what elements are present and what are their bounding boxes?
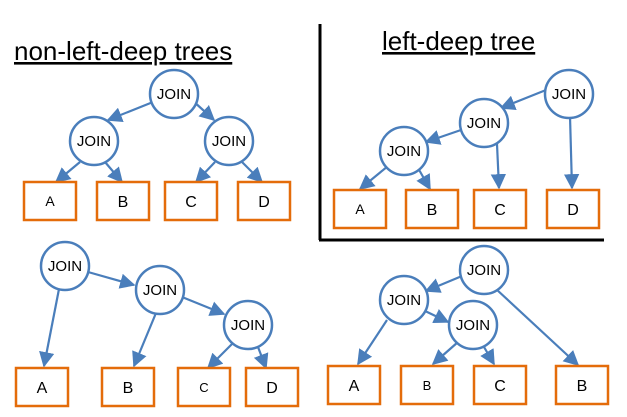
join-label: JOIN xyxy=(143,282,177,299)
edge xyxy=(431,341,459,366)
leaf-node: C xyxy=(163,180,219,222)
edge xyxy=(206,342,234,370)
leaf-node: B xyxy=(100,366,156,408)
join-node: JOIN xyxy=(203,115,255,167)
join-node: JOIN xyxy=(543,68,595,120)
join-node: JOIN xyxy=(378,125,430,177)
leaf-node: D xyxy=(545,188,601,230)
leaf-label: B xyxy=(427,202,438,219)
join-node: JOIN xyxy=(458,244,510,296)
edge xyxy=(132,312,158,368)
leaf-label: A xyxy=(349,378,360,395)
join-node: JOIN xyxy=(148,68,200,120)
leaf-node: C xyxy=(176,366,232,408)
edge xyxy=(104,161,123,184)
edge xyxy=(563,115,580,190)
join-label: JOIN xyxy=(467,115,501,132)
leaf-label: B xyxy=(577,378,588,395)
edge xyxy=(87,270,136,289)
leaf-node: D xyxy=(236,180,292,222)
edge xyxy=(357,319,388,366)
edge xyxy=(106,98,159,123)
leaf-node: C xyxy=(472,188,528,230)
join-label: JOIN xyxy=(387,292,421,309)
tree-zigzag: JOIN JOIN JOIN A B C B xyxy=(326,244,610,406)
leaf-label: D xyxy=(266,380,278,397)
edge xyxy=(499,88,547,111)
leaf-node: C xyxy=(472,364,528,406)
leaf-label: C xyxy=(494,378,506,395)
edge xyxy=(39,288,61,368)
join-node: JOIN xyxy=(134,264,186,316)
edge xyxy=(241,161,264,184)
leaf-label: A xyxy=(355,201,365,217)
join-label: JOIN xyxy=(212,133,246,150)
leaf-label: D xyxy=(567,202,579,219)
join-label: JOIN xyxy=(467,262,501,279)
join-node: JOIN xyxy=(222,299,274,351)
edge xyxy=(480,346,495,366)
edge xyxy=(358,165,389,190)
leaf-node: B xyxy=(554,364,610,406)
edge xyxy=(54,161,81,183)
join-label: JOIN xyxy=(48,258,82,275)
leaf-node: A xyxy=(332,188,388,230)
edge xyxy=(490,143,507,190)
leaf-node: A xyxy=(22,180,78,222)
heading-non-left-deep: non-left-deep trees xyxy=(14,36,232,66)
tree-bushy: JOIN JOIN JOIN A B C D xyxy=(22,68,292,222)
join-label: JOIN xyxy=(456,317,490,334)
edge xyxy=(495,288,580,367)
leaf-label: A xyxy=(37,380,48,397)
join-node: JOIN xyxy=(447,299,499,351)
tree-right-deep: JOIN JOIN JOIN A B C D xyxy=(14,240,300,408)
leaf-label: A xyxy=(45,193,55,209)
join-label: JOIN xyxy=(157,86,191,103)
edge xyxy=(194,161,216,184)
join-label: JOIN xyxy=(77,133,111,150)
join-label: JOIN xyxy=(552,86,586,103)
leaf-label: C xyxy=(185,194,197,211)
leaf-node: D xyxy=(244,366,300,408)
edge xyxy=(424,274,463,293)
edge xyxy=(253,346,269,370)
leaf-label: C xyxy=(199,380,208,395)
join-node: JOIN xyxy=(458,97,510,149)
edge xyxy=(181,295,226,316)
edge xyxy=(424,128,462,145)
tree-left-deep: JOIN JOIN JOIN A B C D xyxy=(332,68,601,230)
leaf-node: B xyxy=(399,364,455,406)
join-node: JOIN xyxy=(39,240,91,292)
leaf-label: B xyxy=(423,378,432,393)
leaf-label: B xyxy=(123,380,134,397)
leaf-label: D xyxy=(258,194,270,211)
join-label: JOIN xyxy=(387,143,421,160)
leaf-label: B xyxy=(118,194,129,211)
leaf-label: C xyxy=(494,202,506,219)
leaf-node: A xyxy=(326,364,382,406)
edge xyxy=(422,309,450,323)
join-node: JOIN xyxy=(68,115,120,167)
heading-left-deep: left-deep tree xyxy=(382,26,535,56)
leaf-node: A xyxy=(14,366,70,408)
edge xyxy=(416,167,431,191)
join-label: JOIN xyxy=(231,317,265,334)
leaf-node: B xyxy=(95,180,151,222)
leaf-node: B xyxy=(404,188,460,230)
join-node: JOIN xyxy=(378,274,430,326)
